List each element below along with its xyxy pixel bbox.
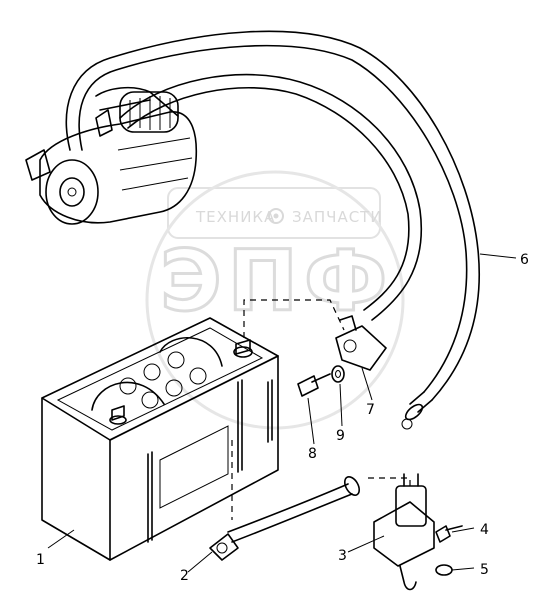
callout-8: 8	[308, 446, 317, 462]
callout-1: 1	[36, 552, 45, 568]
callout-7: 7	[366, 402, 375, 418]
watermark: ТЕХНИКА ЗАПЧАСТИ ЭПФ	[145, 170, 405, 430]
clamp-bolt	[297, 373, 331, 397]
assembly-lines	[231, 299, 411, 520]
negative-cable	[209, 476, 361, 561]
callout-4: 4	[480, 522, 489, 538]
callout-6: 6	[520, 252, 529, 268]
terminal-clamp	[335, 315, 387, 371]
callout-3: 3	[338, 548, 347, 564]
positive-cable	[65, 30, 481, 430]
watermark-text-right: ЗАПЧАСТИ	[292, 208, 383, 226]
mounting-nut	[435, 564, 453, 576]
callout-9: 9	[336, 428, 345, 444]
battery	[41, 317, 279, 561]
callout-5: 5	[480, 562, 489, 578]
leader-lines	[47, 253, 517, 573]
starter-motor	[25, 86, 198, 225]
clamp-washer	[331, 365, 345, 383]
mounting-screw	[435, 525, 463, 543]
callout-labels: 1 2 3 4 5 6 7 8 9	[36, 252, 529, 584]
gear-icon	[268, 208, 284, 224]
watermark-logo: ЭПФ	[160, 232, 393, 330]
watermark-text-left: ТЕХНИКА	[195, 208, 275, 226]
callout-2: 2	[180, 568, 189, 584]
solenoid-relay	[373, 473, 435, 591]
